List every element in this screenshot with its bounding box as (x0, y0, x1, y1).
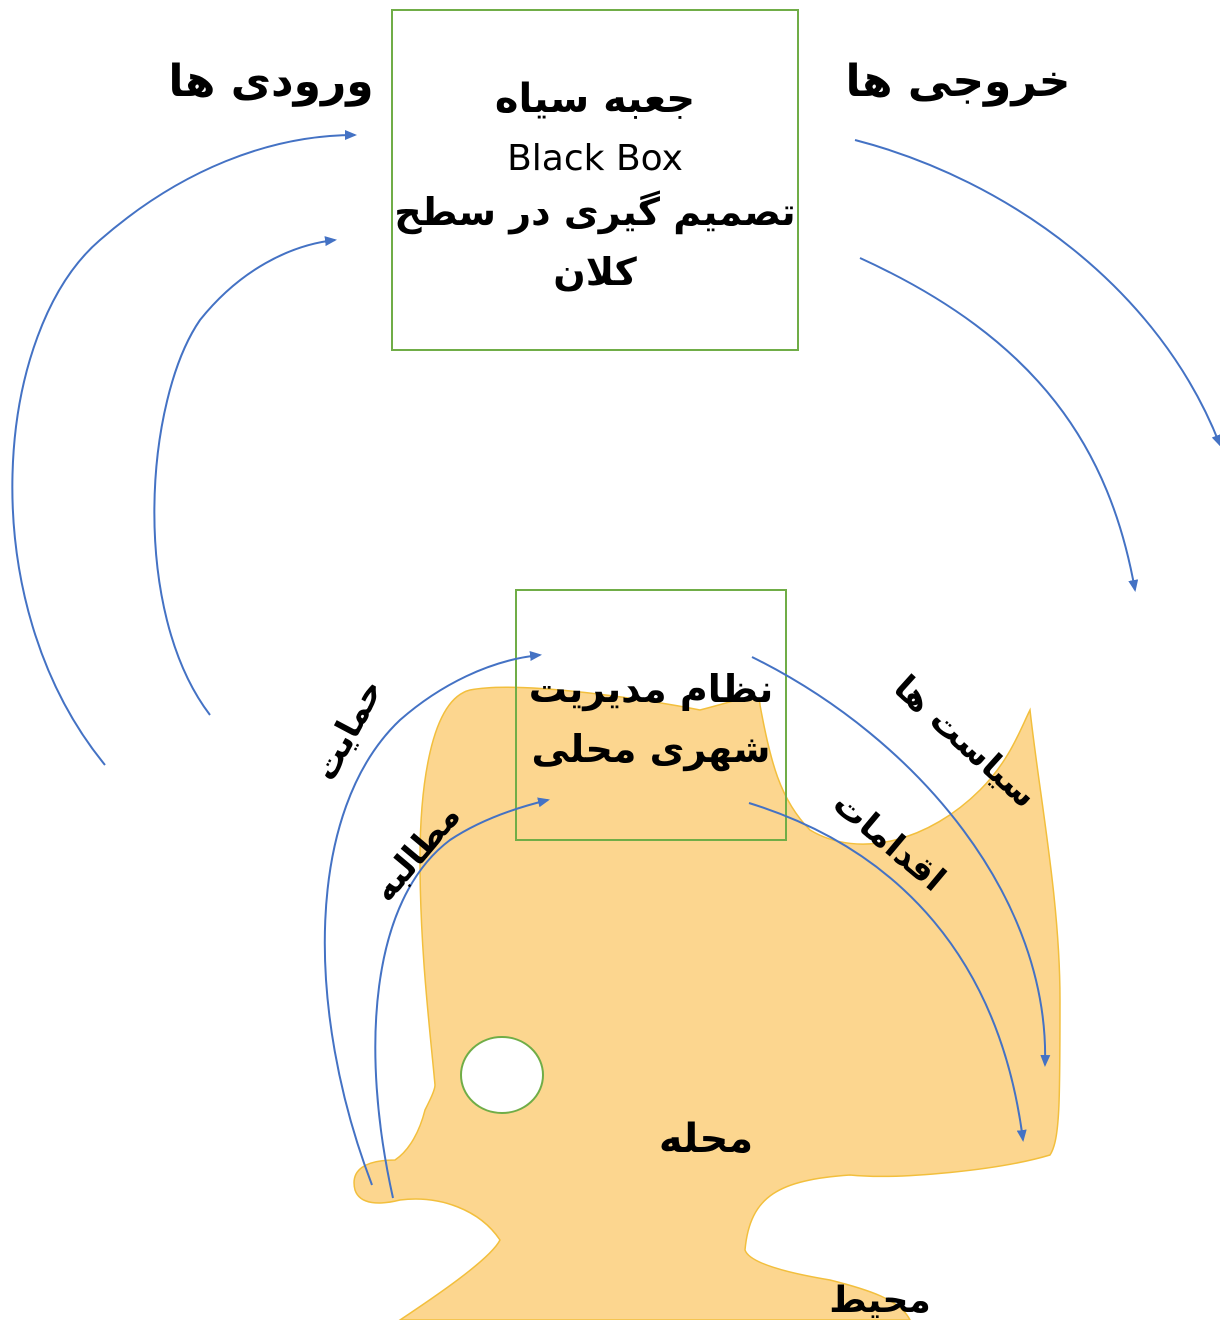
local-system-frame (515, 589, 787, 841)
local-system-line2: شهری محلی (531, 727, 770, 771)
support-label: حمایت (305, 672, 391, 787)
support-arrow (323, 651, 542, 1186)
black-box-line3: تصمیم گیری در سطح (394, 190, 795, 235)
black-box-english: Black Box (507, 138, 683, 179)
input-arrow-inner (153, 236, 337, 716)
outputs-label: خروجی ها (845, 56, 1070, 107)
demand-arrow (374, 797, 550, 1199)
black-box-line4: کلان (553, 250, 637, 294)
actions-arrow (748, 802, 1027, 1142)
neighborhood-shape (353, 686, 1061, 1320)
black-box-title: جعبه سیاه (495, 76, 695, 122)
circle-shape (460, 1036, 544, 1114)
black-box-frame (391, 9, 799, 351)
output-arrow-inner (859, 257, 1139, 592)
environment-label: محیط (829, 1280, 930, 1320)
local-system-line1: نظام مدیریت (529, 667, 774, 712)
neighborhood-label: محله (659, 1116, 753, 1162)
inputs-label: ورودی ها (168, 56, 373, 107)
input-arrow-outer (11, 130, 357, 766)
output-arrow-outer (854, 139, 1220, 447)
policies-arrow (751, 656, 1051, 1067)
